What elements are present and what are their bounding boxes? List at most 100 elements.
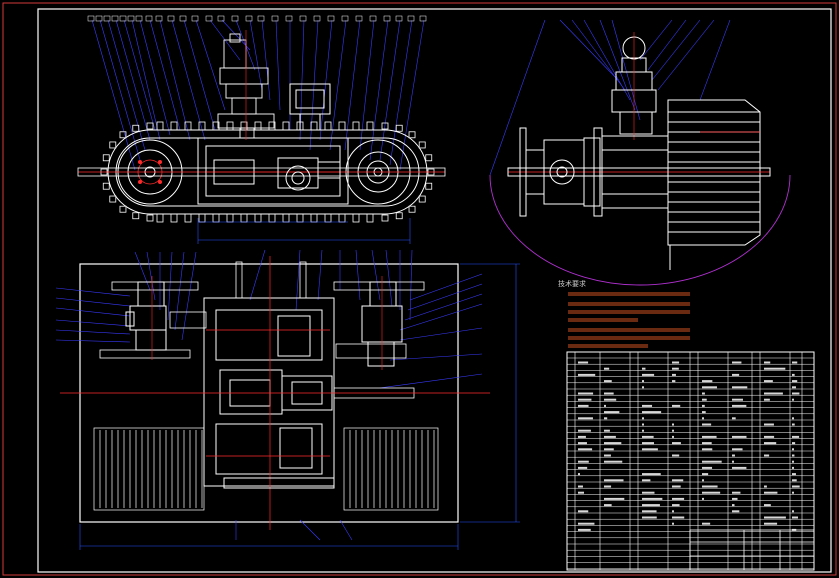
track-tooth [240, 121, 248, 131]
track-tooth [352, 213, 360, 223]
parts-entry-mark [672, 404, 681, 407]
parts-entry-mark [578, 460, 589, 463]
note-line-4 [568, 318, 638, 322]
parts-entry-mark [702, 479, 704, 482]
parts-entry-mark [578, 429, 591, 432]
parts-entry-mark [642, 448, 658, 451]
parts-entry-mark [702, 380, 713, 383]
track-tooth [170, 121, 178, 131]
parts-entry-mark [642, 516, 657, 519]
track-tooth [366, 213, 374, 223]
parts-entry-mark [672, 504, 680, 507]
front-view-leaders [91, 19, 425, 171]
chassis-body [197, 137, 349, 205]
parts-entry-mark [604, 504, 612, 507]
parts-entry-mark [792, 435, 800, 438]
fin-block-outline [93, 427, 205, 511]
parts-entry-mark [792, 510, 794, 513]
parts-entry-mark [764, 361, 771, 364]
fin-block-outline [343, 427, 439, 511]
track-tooth [254, 121, 262, 131]
parts-entry-mark [604, 485, 612, 488]
note-line-3 [568, 310, 690, 314]
parts-entry-mark [672, 380, 676, 383]
track-tooth [102, 182, 110, 190]
parts-entry-mark [702, 522, 711, 525]
parts-entry-mark [732, 398, 743, 401]
track-tooth [240, 213, 248, 223]
parts-entry-mark [642, 423, 644, 426]
track-tooth [425, 154, 433, 162]
front-view-balloons [87, 15, 427, 22]
track-tooth [198, 121, 206, 131]
parts-entry-mark [578, 398, 592, 401]
note-line-1 [568, 292, 690, 296]
side-head [611, 32, 657, 140]
parts-entry-mark [578, 466, 588, 469]
parts-entry-mark [764, 516, 786, 519]
parts-entry-mark [792, 423, 795, 426]
parts-entry-mark [732, 386, 748, 389]
parts-entry-mark [604, 367, 610, 370]
parts-entry-mark [578, 442, 587, 445]
track-tooth [268, 213, 276, 223]
parts-entry-mark [672, 485, 681, 488]
track-tooth [338, 213, 346, 223]
track-tooth [324, 213, 332, 223]
track-tooth [212, 121, 220, 131]
parts-entry-mark [578, 417, 593, 420]
track-tooth [184, 121, 192, 131]
parts-entry-mark [578, 448, 593, 451]
parts-entry-mark [702, 392, 705, 395]
parts-entry-mark [672, 516, 685, 519]
parts-entry-mark [672, 497, 685, 500]
plan-right-actuator [361, 276, 403, 370]
front-view [77, 15, 446, 244]
parts-entry-mark [604, 435, 616, 438]
parts-entry-mark [578, 373, 596, 376]
parts-entry-mark [792, 473, 796, 476]
plan-view [55, 249, 520, 550]
track-tooth [102, 154, 110, 162]
parts-entry-mark [732, 361, 742, 364]
note-line-6 [568, 336, 690, 340]
parts-entry-mark [604, 442, 622, 445]
parts-entry-mark [642, 497, 663, 500]
parts-entry-mark [702, 417, 704, 420]
parts-entry-mark [578, 510, 589, 513]
parts-entry-mark [732, 504, 735, 507]
parts-entry-mark [642, 429, 644, 432]
track-tooth [408, 205, 416, 213]
track-tooth [381, 214, 389, 222]
parts-entry-mark [642, 504, 660, 507]
parts-entry-mark [732, 460, 734, 463]
parts-entry-mark [672, 435, 674, 438]
track-tooth [132, 212, 140, 220]
parts-entry-mark [642, 435, 654, 438]
parts-entry-mark [702, 398, 707, 401]
parts-list-rows [567, 357, 814, 570]
parts-entry-mark [702, 460, 722, 463]
parts-entry-mark [642, 380, 644, 383]
parts-entry-mark [672, 429, 674, 432]
track-tooth [184, 213, 192, 223]
parts-entry-mark [642, 404, 653, 407]
track-tooth [226, 121, 234, 131]
parts-entry-mark [732, 466, 747, 469]
track-tooth [381, 122, 389, 130]
parts-entry-mark [642, 411, 662, 414]
parts-entry-mark [764, 442, 777, 445]
parts-list [566, 351, 815, 571]
parts-entry-mark [604, 454, 611, 457]
parts-entry-mark [792, 398, 794, 401]
parts-entry-mark [642, 386, 644, 389]
parts-entry-mark [764, 491, 778, 494]
plan-drain-slot [223, 477, 335, 489]
parts-entry-mark [604, 429, 610, 432]
parts-entry-mark [702, 491, 721, 494]
parts-entry-mark [672, 373, 676, 376]
inner-frame [37, 8, 832, 573]
track-tooth [324, 121, 332, 131]
parts-entry-mark [578, 485, 583, 488]
